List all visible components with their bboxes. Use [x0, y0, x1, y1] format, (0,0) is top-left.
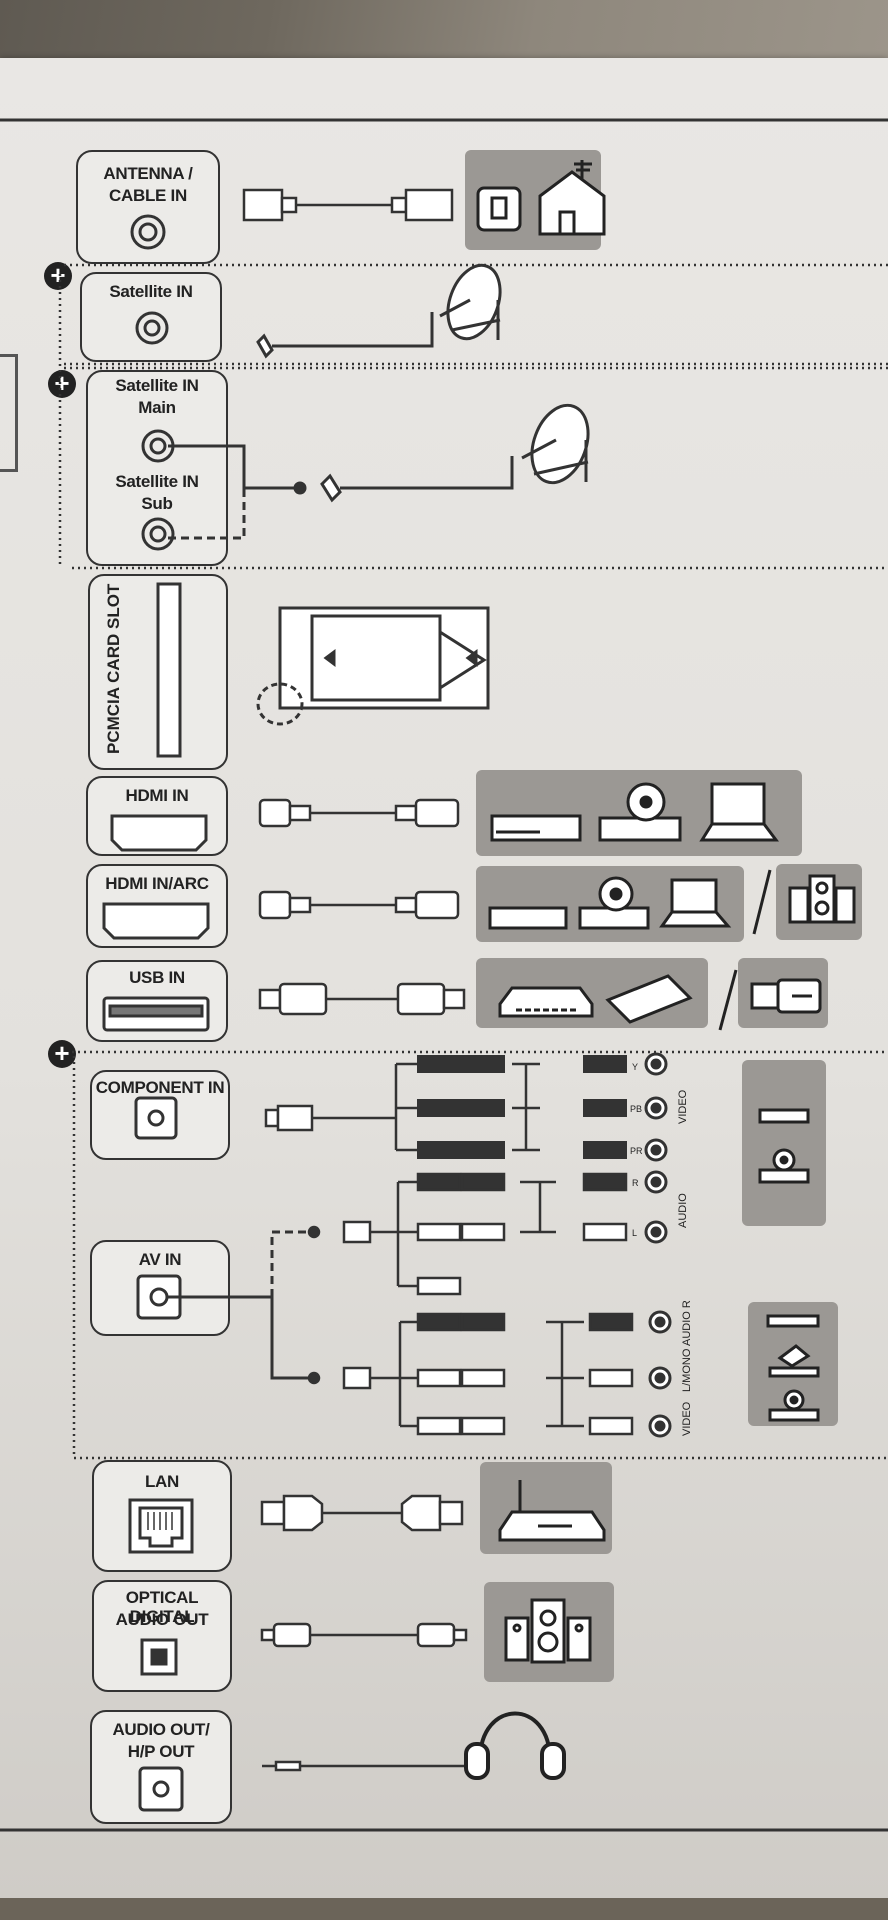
lan-label: LAN [144, 1472, 180, 1491]
usb-stick-icon [750, 978, 822, 1014]
speaker-icon [788, 874, 856, 924]
hdmi-jack-icon [110, 814, 208, 852]
rca-jack-icon [644, 1170, 668, 1244]
tv-edge-outline [0, 354, 18, 472]
optical-port: OPTICAL DIGITAL AUDIO OUT [92, 1580, 232, 1692]
optical-label-2: AUDIO OUT [115, 1610, 209, 1629]
set-top-box-icon [766, 1314, 820, 1328]
satellite-dish-icon [256, 263, 502, 359]
speaker-icon [504, 1598, 592, 1664]
usb-jack-icon [102, 996, 210, 1032]
av-video-label: VIDEO [681, 1401, 693, 1436]
satellite-sub-label-2: Sub [141, 494, 173, 513]
optical-jack-icon [140, 1638, 178, 1676]
usb-cable-icon [258, 982, 466, 1016]
audio-r-label: R [632, 1178, 639, 1188]
satellite-sub-label-1: Satellite IN [115, 472, 199, 491]
ethernet-jack-icon [128, 1498, 194, 1554]
rca-plug-row [417, 1055, 627, 1159]
rca-plug-row [416, 1312, 634, 1436]
component-cable-icon [264, 1062, 540, 1152]
component-port: COMPONENT IN [90, 1070, 230, 1160]
audio-l-label: L [632, 1228, 637, 1238]
divider-slash [718, 969, 738, 1031]
satellite-main-label-2: Main [138, 398, 176, 417]
ci-card-icon [256, 606, 490, 726]
plus-icon: + [48, 370, 76, 398]
antenna-port: ANTENNA / CABLE IN [76, 150, 220, 264]
optical-cable-icon [260, 1622, 468, 1648]
rca-plug-row [416, 1172, 628, 1296]
headphones-icon [464, 1711, 566, 1780]
hdmi-cable-icon [258, 890, 460, 920]
coax-jack-icon [130, 214, 166, 250]
disc-player-icon [598, 782, 682, 842]
disc-player-icon [768, 1389, 820, 1422]
coax-jack-icon [135, 311, 169, 345]
set-top-box-icon [758, 1108, 810, 1124]
hdmi-arc-label: HDMI IN/ARC [105, 874, 209, 893]
usb-label: USB IN [129, 968, 185, 987]
component-jack-icon [134, 1096, 178, 1140]
hdmi-label: HDMI IN [125, 786, 189, 805]
laptop-icon [659, 878, 732, 928]
audio-cable-icon [307, 1180, 556, 1288]
hdmi-jack-icon [102, 902, 210, 940]
antenna-label-2: CABLE IN [109, 186, 187, 205]
av-cable-icon [307, 1320, 584, 1428]
coax-cable-icon [242, 188, 454, 222]
av-label: AV IN [138, 1250, 182, 1269]
satellite-port: Satellite IN [80, 272, 222, 362]
laptop-icon [699, 782, 779, 842]
satellite-dual-port: Satellite IN Main Satellite IN Sub [86, 370, 228, 566]
plus-icon: + [48, 1040, 76, 1068]
table-surface [0, 1898, 888, 1920]
antenna-house-icon [476, 160, 606, 236]
component-video-label: VIDEO [677, 1089, 689, 1124]
audio-cable-icon [262, 1760, 470, 1772]
lan-cable-icon [260, 1494, 464, 1532]
component-y-label: Y [632, 1062, 638, 1072]
portable-drive-icon [605, 974, 693, 1024]
hdmi-cable-icon [258, 798, 460, 828]
satellite-main-label-1: Satellite IN [115, 376, 199, 395]
coax-jack-icon [141, 429, 175, 551]
component-device-box [742, 1060, 826, 1226]
av-audio-r-label: AUDIO R [681, 1300, 693, 1346]
audio-out-label-2: H/P OUT [127, 1742, 195, 1761]
card-slot-icon [156, 582, 182, 758]
hard-drive-icon [498, 986, 594, 1018]
disc-player-icon [758, 1148, 810, 1184]
component-label: COMPONENT IN [95, 1078, 225, 1097]
av-lmono-label: L/MONO [681, 1348, 693, 1392]
component-pb-label: PB [630, 1104, 642, 1114]
antenna-label-1: ANTENNA / [103, 164, 193, 183]
audio-jack-icon [138, 1766, 184, 1812]
rca-jack-icon [644, 1052, 668, 1162]
audio-out-label-1: AUDIO OUT/ [112, 1720, 210, 1739]
optical-label-1: OPTICAL DIGITAL [125, 1588, 199, 1626]
satellite-dish-icon [293, 403, 590, 503]
divider-slash [752, 869, 772, 935]
component-pr-label: PR [630, 1146, 643, 1156]
satellite-label: Satellite IN [109, 282, 193, 301]
router-icon [498, 1480, 606, 1542]
plus-icon: + [44, 262, 72, 290]
set-top-box-icon [490, 814, 582, 842]
camcorder-icon [768, 1344, 820, 1378]
rca-jack-icon [648, 1310, 672, 1438]
set-top-box-icon [488, 906, 568, 930]
audio-group-label: AUDIO [677, 1193, 689, 1228]
disc-player-icon [578, 876, 650, 930]
